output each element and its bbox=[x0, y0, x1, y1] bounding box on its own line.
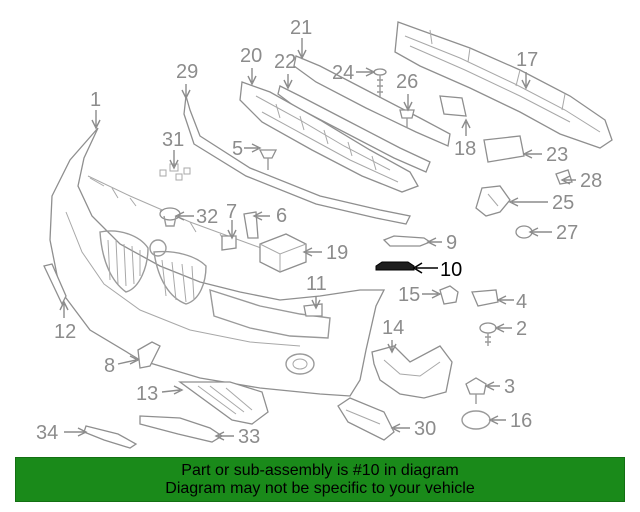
callout-25: 25 bbox=[552, 192, 574, 214]
callout-34: 34 bbox=[36, 422, 58, 444]
callout-26: 26 bbox=[396, 71, 418, 93]
callout-3: 3 bbox=[504, 376, 515, 398]
part-30-grille bbox=[337, 397, 395, 441]
callout-7: 7 bbox=[226, 201, 237, 223]
callout-12: 12 bbox=[54, 321, 76, 343]
callout-21: 21 bbox=[290, 17, 312, 39]
callout-4: 4 bbox=[516, 291, 527, 313]
callout-31: 31 bbox=[162, 129, 184, 151]
callout-32: 32 bbox=[196, 206, 218, 228]
part-29-strip bbox=[183, 95, 411, 225]
callout-24: 24 bbox=[332, 62, 354, 84]
parts-diagram: 1 2 3 4 5 6 7 8 9 10 11 12 13 14 15 16 1… bbox=[36, 17, 613, 449]
part-16-washer bbox=[461, 410, 491, 430]
callout-15: 15 bbox=[398, 284, 420, 306]
part-6-bracket bbox=[243, 211, 259, 239]
callout-19: 19 bbox=[326, 242, 348, 264]
banner-line-1: Part or sub-assembly is #10 in diagram bbox=[181, 462, 459, 479]
part-12-strip bbox=[43, 263, 67, 306]
callout-11: 11 bbox=[306, 273, 327, 295]
part-28-clip bbox=[555, 169, 573, 185]
callout-13: 13 bbox=[136, 383, 158, 405]
callout-8: 8 bbox=[104, 355, 115, 377]
callout-14: 14 bbox=[382, 317, 404, 339]
callout-16: 16 bbox=[510, 410, 532, 432]
leader-lines bbox=[59, 38, 576, 441]
part-17-reinforcement bbox=[394, 21, 613, 149]
part-14-air-guide bbox=[371, 345, 453, 399]
callout-27: 27 bbox=[556, 222, 578, 244]
callout-28: 28 bbox=[580, 170, 602, 192]
part-9-strip bbox=[382, 235, 432, 247]
callout-5: 5 bbox=[232, 138, 243, 160]
callout-2: 2 bbox=[516, 318, 527, 340]
part-20-bracket bbox=[239, 81, 419, 193]
part-11-bracket bbox=[303, 303, 323, 317]
part-24-bolt bbox=[373, 68, 387, 98]
callout-9: 9 bbox=[446, 232, 457, 254]
callout-30: 30 bbox=[414, 418, 436, 440]
part-3-nut bbox=[465, 377, 487, 404]
part-18-bracket bbox=[439, 95, 467, 117]
part-8-trim bbox=[137, 341, 161, 369]
callout-22: 22 bbox=[274, 51, 296, 73]
callout-33: 33 bbox=[238, 426, 260, 448]
part-23-bracket bbox=[483, 135, 525, 163]
callout-29: 29 bbox=[176, 61, 198, 83]
part-2-screw bbox=[479, 322, 497, 346]
callout-10: 10 bbox=[440, 259, 462, 281]
info-banner: Part or sub-assembly is #10 in diagram D… bbox=[15, 457, 625, 502]
part-13-grille bbox=[178, 381, 269, 425]
part-15-nut bbox=[439, 285, 459, 305]
banner-line-2: Diagram may not be specific to your vehi… bbox=[165, 480, 475, 497]
part-33-strip bbox=[139, 415, 224, 443]
part-26-screw bbox=[399, 109, 415, 128]
part-4-clip bbox=[471, 289, 499, 307]
part-7-bracket bbox=[221, 235, 237, 251]
callout-1: 1 bbox=[90, 89, 101, 111]
part-10-bracket bbox=[375, 261, 415, 271]
part-34-strip bbox=[83, 425, 138, 449]
callout-labels: 1 2 3 4 5 6 7 8 9 10 11 12 13 14 15 16 1… bbox=[36, 17, 602, 448]
part-25-bracket bbox=[475, 185, 511, 217]
part-19-box bbox=[259, 233, 307, 273]
callout-6: 6 bbox=[276, 205, 287, 227]
part-21-strip bbox=[293, 55, 451, 147]
part-5-screw bbox=[258, 149, 278, 170]
callout-20: 20 bbox=[240, 45, 262, 67]
callout-17: 17 bbox=[516, 49, 538, 71]
callout-18: 18 bbox=[454, 138, 476, 160]
part-31-clips bbox=[159, 163, 191, 181]
callout-23: 23 bbox=[546, 144, 568, 166]
